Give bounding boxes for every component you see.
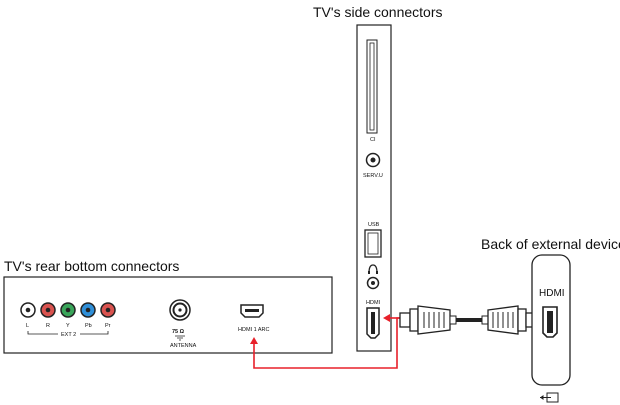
usb-label: USB xyxy=(368,222,380,228)
jack-label-pb: Pb xyxy=(85,323,92,329)
jack-label-l: L xyxy=(26,323,29,329)
usb-port[interactable] xyxy=(364,229,382,258)
jack-r[interactable] xyxy=(40,302,56,318)
arrow-up-icon xyxy=(250,337,258,344)
side-connectors-title: TV's side connectors xyxy=(313,4,443,20)
antenna-ohm: 75 Ω xyxy=(172,329,185,335)
antenna-connector[interactable] xyxy=(169,299,191,321)
side-hdmi-port[interactable] xyxy=(366,307,380,339)
side-hdmi-label: HDMI xyxy=(366,300,381,306)
ext-bracket xyxy=(27,331,109,335)
jack-label-y: Y xyxy=(66,323,70,329)
headphones-icon xyxy=(368,264,378,274)
rear-hdmi-port[interactable] xyxy=(240,304,264,318)
jack-label-pr: Pr xyxy=(105,323,111,329)
jack-label-r: R xyxy=(46,323,50,329)
ci-label: CI xyxy=(370,137,376,143)
ground-icon xyxy=(175,335,185,341)
hdmi-cable xyxy=(399,305,537,335)
rear-hdmi-label: HDMI 1 ARC xyxy=(238,327,270,333)
side-panel xyxy=(356,24,392,352)
external-device-title: Back of external device xyxy=(481,236,620,252)
antenna-label: ANTENNA xyxy=(170,343,197,349)
serv-label: SERV.U xyxy=(363,173,383,179)
ci-slot[interactable] xyxy=(366,39,378,134)
jack-y[interactable] xyxy=(60,302,76,318)
jack-pr[interactable] xyxy=(100,302,116,318)
rear-panel xyxy=(3,276,333,354)
service-port[interactable] xyxy=(365,152,381,168)
headphone-jack[interactable] xyxy=(366,276,380,290)
input-source-icon xyxy=(540,392,559,403)
jack-l[interactable] xyxy=(20,302,36,318)
arrow-left-icon xyxy=(383,314,390,322)
rca-jacks: L R Y Pb Pr EXT 2 xyxy=(20,302,116,338)
jack-pb[interactable] xyxy=(80,302,96,318)
ext-label: EXT 2 xyxy=(61,332,76,338)
external-hdmi-port[interactable] xyxy=(542,306,558,338)
rear-connectors-title: TV's rear bottom connectors xyxy=(4,258,179,274)
external-hdmi-label: HDMI xyxy=(539,288,565,299)
